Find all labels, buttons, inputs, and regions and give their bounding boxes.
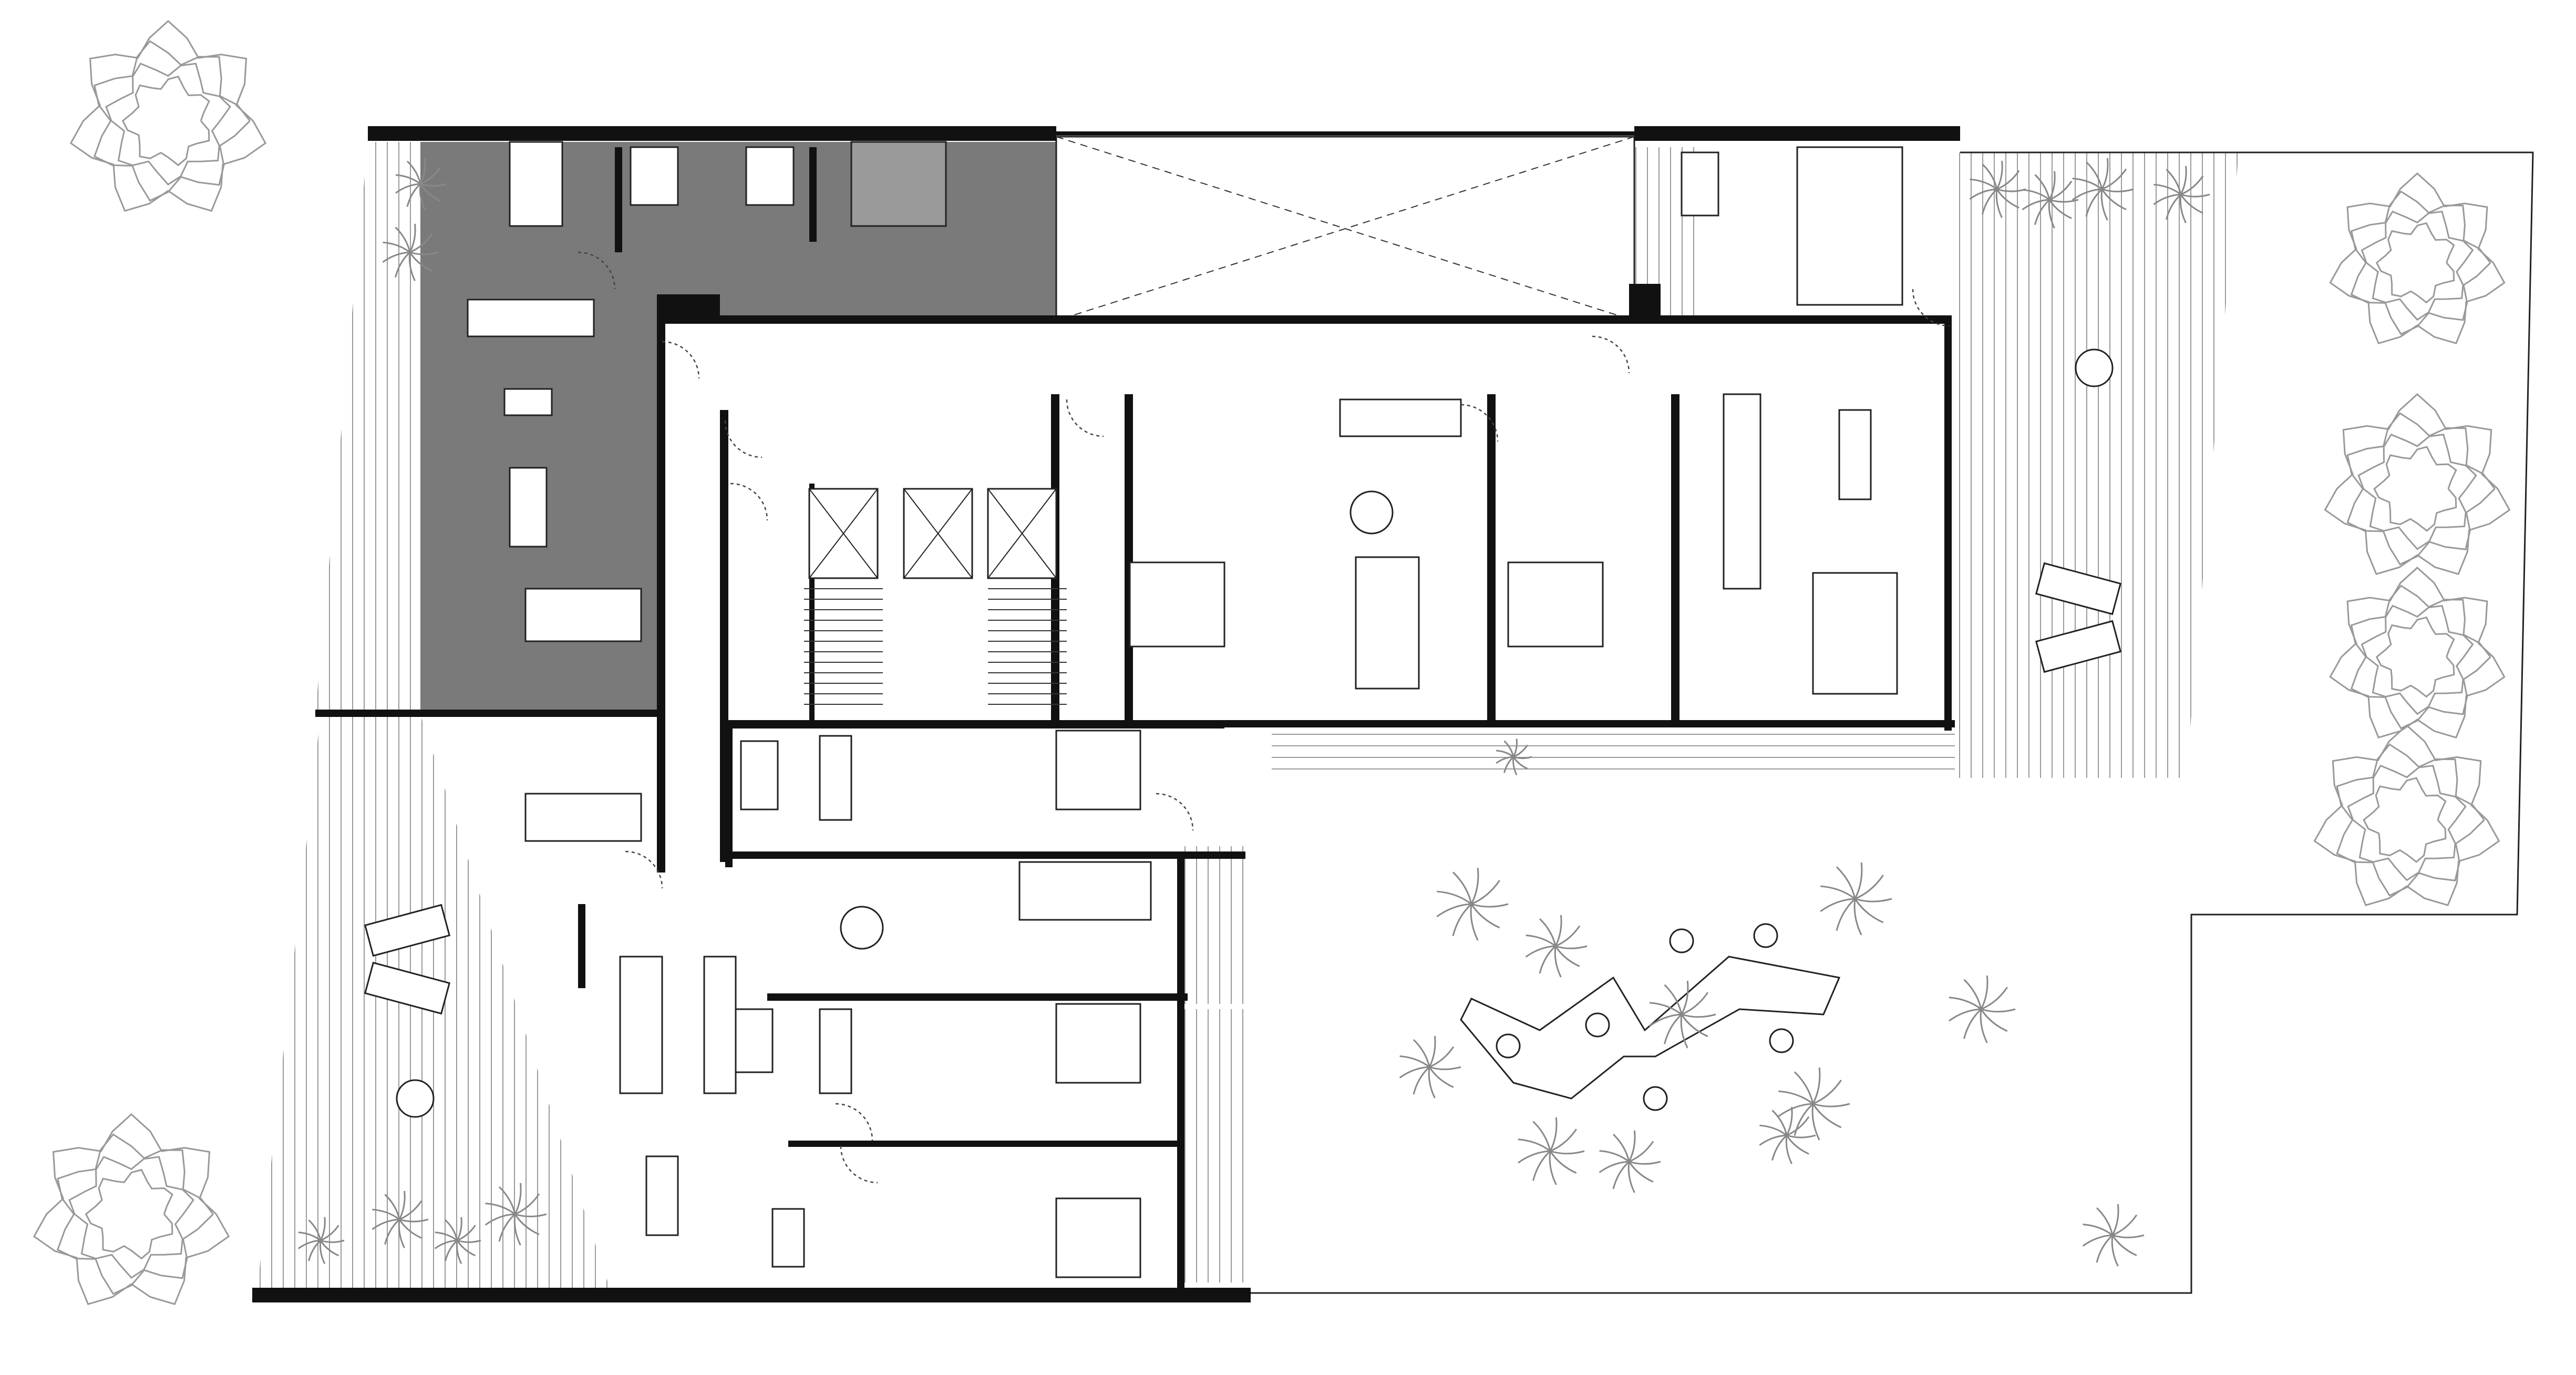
sun-lounger — [364, 961, 451, 1015]
palm-icon — [2153, 166, 2210, 223]
kitchen-counter — [467, 299, 595, 337]
palm-icon — [1436, 867, 1509, 941]
terrace-top-left — [315, 142, 420, 715]
sofa — [1355, 556, 1420, 690]
kitchen-counter — [619, 956, 663, 1094]
pool-deck — [1460, 923, 1841, 1111]
doors — [578, 251, 1950, 1184]
sun-lounger — [2035, 562, 2122, 615]
palm-icon — [1949, 975, 2016, 1043]
bed — [509, 141, 563, 227]
bed — [1055, 1003, 1141, 1084]
kitchen-island — [503, 388, 553, 416]
palm-icon — [434, 1217, 481, 1264]
terrace-middle — [1272, 725, 1955, 778]
tree-icon — [2329, 172, 2506, 345]
dining-table — [645, 1155, 679, 1236]
tree-icon — [2324, 393, 2511, 576]
palm-icon — [1969, 160, 2026, 218]
bed — [1507, 561, 1604, 648]
dining-table — [1349, 490, 1394, 535]
palm-icon — [382, 223, 439, 281]
sofa — [1812, 572, 1898, 695]
sofa — [524, 793, 642, 842]
palm-icon — [297, 1217, 345, 1264]
dining-table — [840, 906, 884, 950]
elevator-core — [808, 488, 1057, 579]
palm-icon — [1599, 1130, 1661, 1193]
tree-icon — [2313, 724, 2500, 907]
sofa — [524, 588, 642, 642]
palm-icon — [1649, 980, 1716, 1049]
palm-icon — [372, 1191, 429, 1248]
stairs — [804, 588, 1067, 705]
sun-lounger — [364, 904, 451, 957]
palm-icon — [2022, 171, 2079, 229]
dining-table — [509, 467, 548, 548]
palm-icon — [1399, 1035, 1461, 1099]
sun-lounger — [2035, 620, 2122, 673]
terrace-right — [1950, 152, 2239, 778]
sofa — [1018, 861, 1152, 921]
bed — [1796, 146, 1903, 306]
tree-icon — [2329, 566, 2506, 739]
palm-icon — [1778, 1067, 1850, 1141]
kitchen-counter — [703, 956, 737, 1094]
site-boundary — [1251, 151, 2534, 1294]
palm-icon — [1525, 915, 1588, 978]
palm-icon — [1759, 1106, 1816, 1164]
bed — [1129, 561, 1225, 648]
palm-icon — [395, 158, 447, 210]
bed — [1055, 1197, 1141, 1278]
kitchen-counter — [1339, 398, 1462, 437]
palm-icon — [1518, 1117, 1585, 1185]
dark-unit-floor — [420, 142, 1056, 715]
terrace-balcony-2 — [1182, 1009, 1245, 1282]
palm-icon — [2082, 1204, 2145, 1267]
tree-icon — [69, 19, 267, 212]
vegetation — [33, 19, 2511, 1306]
bed — [1055, 730, 1141, 810]
atrium-void — [1055, 136, 1635, 322]
walls — [252, 126, 1960, 1302]
palm-icon — [1496, 738, 1532, 776]
palm-icon — [485, 1183, 547, 1246]
dining-table — [1838, 409, 1872, 500]
furniture — [364, 141, 2122, 1278]
palm-icon — [2072, 158, 2134, 221]
palm-icon — [1820, 862, 1892, 936]
terrace-balcony-1 — [1182, 846, 1245, 1004]
dining-table — [2075, 348, 2114, 387]
bed — [850, 141, 947, 227]
tree-icon — [33, 1113, 230, 1306]
dining-table — [396, 1079, 435, 1118]
kitchen-island — [1723, 393, 1761, 590]
